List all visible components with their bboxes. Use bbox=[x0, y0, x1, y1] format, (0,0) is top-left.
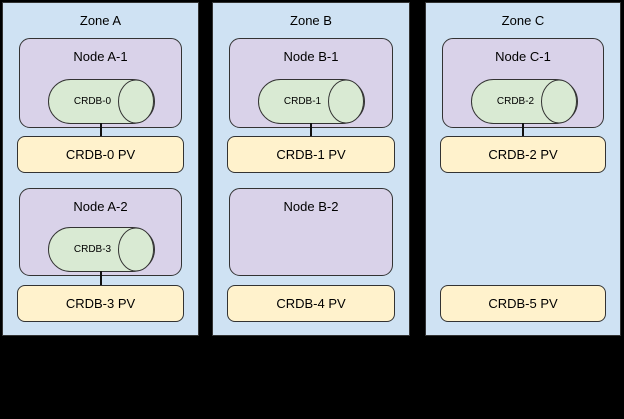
zone-title: Zone C bbox=[501, 13, 545, 28]
crdb-pod-cylinder: CRDB-2 bbox=[471, 79, 578, 124]
node-box-b1: Node B-1 CRDB-1 bbox=[229, 38, 393, 128]
pv-label: CRDB-5 PV bbox=[488, 296, 558, 311]
cylinder-icon bbox=[471, 79, 578, 124]
pv-label: CRDB-3 PV bbox=[65, 296, 136, 311]
node-title: Node A-1 bbox=[73, 49, 128, 64]
cylinder-icon bbox=[258, 79, 365, 124]
node-title: Node A-2 bbox=[73, 199, 128, 214]
cylinder-icon bbox=[48, 79, 155, 124]
crdb-pod-cylinder: CRDB-3 bbox=[48, 227, 155, 272]
pv-box: CRDB-3 PV bbox=[17, 285, 184, 322]
node-title: Node C-1 bbox=[495, 49, 551, 64]
zone-panel-a: Zone A Node A-1 CRDB-0 CRDB-0 PV Node A-… bbox=[2, 2, 199, 336]
crdb-pod-cylinder: CRDB-1 bbox=[258, 79, 365, 124]
crdb-pod-cylinder: CRDB-0 bbox=[48, 79, 155, 124]
pod-label: CRDB-3 bbox=[73, 244, 112, 255]
pv-label: CRDB-4 PV bbox=[276, 296, 346, 311]
pv-box: CRDB-0 PV bbox=[17, 136, 184, 173]
pv-label: CRDB-2 PV bbox=[488, 147, 558, 162]
pod-pv-connector bbox=[99, 123, 102, 138]
node-box-c1: Node C-1 CRDB-2 bbox=[442, 38, 604, 128]
pod-label: CRDB-1 bbox=[283, 96, 322, 107]
pod-pv-connector bbox=[310, 123, 312, 138]
pod-label: CRDB-0 bbox=[73, 96, 112, 107]
zone-title: Zone A bbox=[79, 13, 122, 28]
pv-box: CRDB-4 PV bbox=[227, 285, 395, 322]
pod-label: CRDB-2 bbox=[496, 96, 535, 107]
zone-panel-b: Zone B Node B-1 CRDB-1 CRDB-1 PV Node B-… bbox=[212, 2, 410, 336]
pod-pv-connector bbox=[99, 271, 102, 286]
pv-label: CRDB-1 PV bbox=[276, 147, 346, 162]
pod-pv-connector bbox=[522, 123, 524, 138]
pv-label: CRDB-0 PV bbox=[65, 147, 136, 162]
zone-panel-c: Zone C Node C-1 CRDB-2 CRDB-2 PV CRDB-5 … bbox=[425, 2, 621, 336]
node-title: Node B-2 bbox=[283, 199, 339, 214]
pv-box: CRDB-1 PV bbox=[227, 136, 395, 173]
node-title: Node B-1 bbox=[283, 49, 339, 64]
pv-box: CRDB-2 PV bbox=[440, 136, 606, 173]
node-box-a2: Node A-2 CRDB-3 bbox=[19, 188, 182, 276]
zone-title: Zone B bbox=[290, 13, 332, 28]
node-box-a1: Node A-1 CRDB-0 bbox=[19, 38, 182, 128]
node-box-b2: Node B-2 bbox=[229, 188, 393, 276]
cylinder-icon bbox=[48, 227, 155, 272]
pv-box: CRDB-5 PV bbox=[440, 285, 606, 322]
